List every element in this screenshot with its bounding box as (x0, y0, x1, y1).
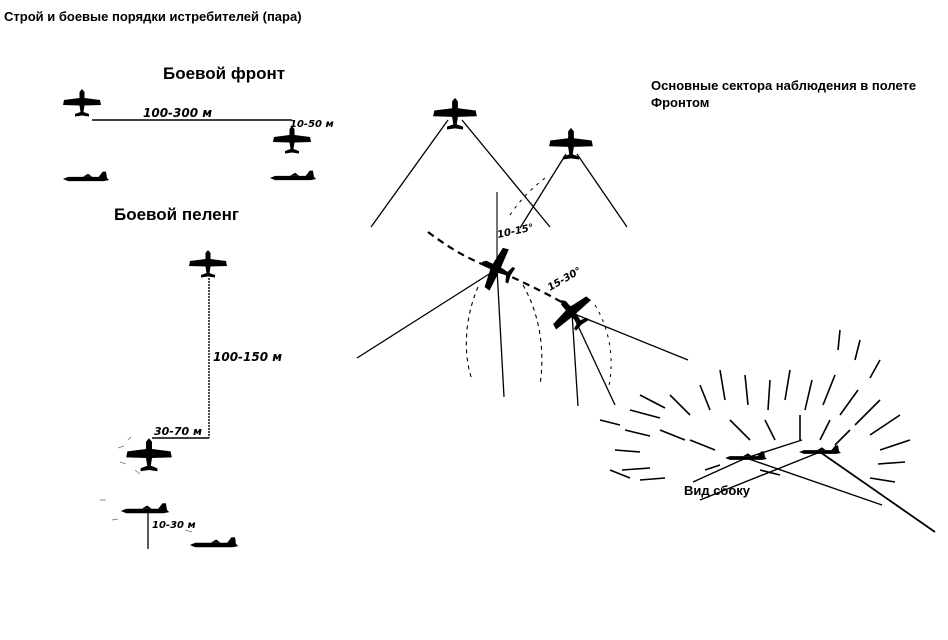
sectors-title-line1: Основные сектора наблюдения в полете (651, 78, 917, 93)
sector-banked-wingman-plane-icon (543, 285, 600, 341)
sector-arc-right (522, 284, 543, 386)
sector-banked-wingman-right-line (571, 312, 689, 361)
sector-arc-left (465, 286, 479, 381)
sector-turn-path (427, 231, 573, 309)
side-view-diagram (599, 329, 936, 533)
sector-leader-left-line (370, 119, 449, 228)
bearing-speckle (100, 436, 237, 541)
sector-leader-plane-icon (433, 97, 477, 130)
bearing-distance-label: 100-150 м (213, 350, 282, 364)
bearing-leader-plane-icon (189, 250, 227, 278)
bearing-formation: 100-150 м 30-70 м 10-30 м (100, 250, 282, 549)
side-view-upper-line (745, 439, 803, 459)
sectors-title: Основные сектора наблюдения в полете Фро… (651, 77, 916, 111)
sector-banked-wingman-steep-line (571, 312, 616, 406)
bearing-formation-title: Боевой пеленг (114, 205, 239, 224)
front-wingman-side-plane-icon (269, 170, 317, 181)
bearing-wingman-side-plane-icon (189, 537, 239, 548)
side-view-wingman-rear-line (699, 451, 821, 501)
sector-banked-leader-down-line (496, 268, 505, 398)
front-wingman-plane-icon (273, 126, 311, 154)
front-distance-label: 100-300 м (143, 106, 212, 120)
sector-leader-right-line (461, 119, 551, 228)
sector-wingman-right-line (576, 153, 628, 228)
page-title: Строй и боевые порядки истребителей (пар… (4, 9, 302, 24)
front-leader-plane-icon (63, 89, 101, 117)
bearing-lateral-label: 30-70 м (154, 425, 202, 438)
sector-arc-wingman (594, 304, 612, 391)
front-leader-side-plane-icon (62, 171, 110, 182)
observation-sectors: 10-15° 15-30° (356, 97, 689, 407)
front-formation: 100-300 м 10-50 м (62, 89, 334, 182)
sector-banked-leader-left-line (356, 268, 498, 359)
bearing-vertical-label: 10-30 м (152, 520, 196, 531)
bearing-leader-side-plane-icon (120, 503, 170, 514)
bearing-wingman-plane-icon (126, 438, 172, 472)
sector-wingman-left-line (519, 153, 567, 229)
sector-angle-label-2: 15-30° (546, 266, 584, 294)
side-view-rear-line (692, 457, 747, 483)
sector-arc-upper (509, 177, 546, 216)
side-view-lower-line (745, 457, 883, 506)
side-view-wingman-down-line (819, 451, 936, 533)
sector-angle-label-1: 10-15° (496, 222, 534, 240)
side-view-hatching (599, 329, 911, 483)
front-offset-label: 10-50 м (290, 119, 334, 130)
sector-banked-wingman-down-line (571, 312, 579, 407)
sector-wingman-plane-icon (549, 127, 593, 160)
front-formation-title: Боевой фронт (163, 64, 286, 83)
sectors-title-line2: Фронтом (651, 95, 710, 110)
